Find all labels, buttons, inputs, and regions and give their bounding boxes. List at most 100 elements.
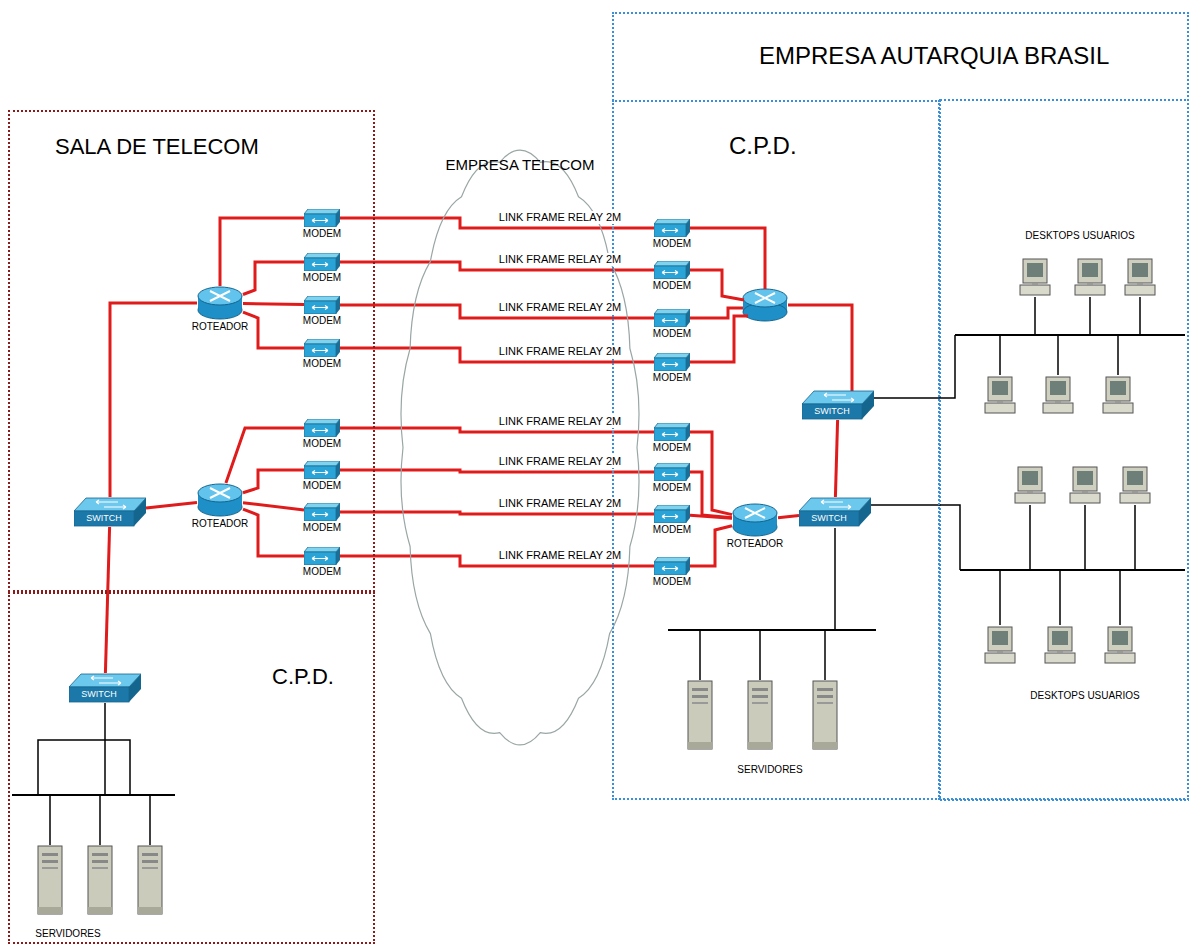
group-label: DESKTOPS USUARIOS [1025, 230, 1134, 242]
layout-shape [1020, 259, 1050, 295]
layout-shape [745, 508, 765, 518]
layout-shape [74, 511, 134, 526]
router-icon [197, 483, 243, 517]
layout-shape [859, 498, 871, 526]
layout-shape [686, 423, 690, 441]
layout-shape [304, 424, 336, 437]
modem-icon [304, 209, 340, 227]
layout-shape [304, 552, 336, 565]
device-label: MODEM [303, 522, 341, 533]
layout-shape [799, 511, 859, 526]
modem: MODEM [651, 505, 693, 535]
layout-shape [99, 795, 101, 845]
layout-shape [654, 505, 690, 510]
device-label: ROTEADOR [192, 321, 249, 332]
layout-shape [1119, 570, 1121, 625]
cloud-region: EMPRESA TELECOM [395, 150, 645, 745]
layout-shape [662, 319, 678, 323]
switch: SWITCH [799, 497, 871, 527]
layout-shape [824, 393, 854, 402]
layout-shape [401, 150, 639, 745]
layout-shape [312, 263, 328, 267]
region-title: SALA DE TELECOM [55, 134, 259, 160]
layout-shape [654, 358, 686, 371]
layout-shape [743, 289, 787, 321]
device-label: SWITCH [86, 513, 122, 524]
network-link [690, 515, 732, 518]
layout-shape [871, 505, 960, 570]
network-link [243, 509, 304, 556]
modem: MODEM [301, 419, 343, 449]
group-label: SERVIDORES [737, 764, 802, 776]
modem-icon [654, 505, 690, 523]
layout-shape [654, 314, 686, 327]
network-link [340, 428, 654, 432]
network-link [243, 312, 304, 348]
link-label: LINK FRAME RELAY 2M [497, 497, 623, 510]
network-link [690, 526, 732, 566]
link-label: LINK FRAME RELAY 2M [497, 301, 623, 314]
modem: MODEM [301, 209, 343, 239]
router: ROTEADOR [725, 503, 786, 549]
layout-shape [813, 681, 837, 749]
layout-shape [1120, 467, 1150, 503]
device-label: MODEM [653, 280, 691, 291]
cloud-outline [395, 150, 645, 745]
layout-shape [69, 674, 141, 687]
modem-icon [304, 339, 340, 357]
device-label: ROTEADOR [192, 518, 249, 529]
layout-shape [104, 703, 106, 795]
layout-shape [654, 224, 686, 237]
modem: MODEM [301, 296, 343, 326]
layout-shape [799, 498, 871, 511]
layout-shape [69, 687, 129, 702]
layout-shape [198, 484, 242, 502]
layout-shape [38, 740, 130, 795]
layout-shape [1034, 297, 1036, 335]
modem-icon [304, 419, 340, 437]
layout-shape [304, 296, 340, 301]
layout-shape [654, 261, 690, 266]
region-title: EMPRESA TELECOM [446, 156, 595, 173]
layout-shape [312, 219, 328, 223]
switch: SWITCH [802, 390, 874, 420]
layout-shape [304, 503, 340, 508]
layout-shape [874, 335, 955, 398]
layout-shape [654, 309, 690, 314]
layout-shape [824, 630, 826, 680]
link-label: LINK FRAME RELAY 2M [497, 455, 623, 468]
layout-shape [138, 846, 162, 914]
layout-shape [336, 547, 340, 565]
modem-icon [654, 309, 690, 327]
layout-shape [304, 339, 340, 344]
layout-shape [1029, 505, 1031, 570]
modem: MODEM [301, 461, 343, 491]
dotted-region: C.P.D.SWITCH [8, 592, 375, 944]
layout-shape [312, 306, 328, 310]
layout-shape [662, 363, 678, 367]
layout-shape [662, 229, 678, 233]
layout-shape [654, 468, 686, 481]
switch: SWITCH [69, 673, 141, 703]
layout-shape [686, 309, 690, 327]
device-label: MODEM [653, 482, 691, 493]
layout-shape [999, 335, 1001, 375]
layout-shape [304, 301, 336, 314]
device-label: MODEM [303, 358, 341, 369]
layout-shape [312, 429, 328, 433]
layout-shape [304, 466, 336, 479]
layout-shape [129, 674, 141, 702]
modem-icon [654, 557, 690, 575]
router-icon [197, 286, 243, 320]
layout-shape [336, 253, 340, 271]
layout-shape [91, 676, 121, 685]
layout-shape [1105, 627, 1135, 663]
layout-shape [1057, 335, 1059, 375]
layout-shape [304, 508, 336, 521]
link-label: LINK FRAME RELAY 2M [497, 415, 623, 428]
layout-shape [1125, 259, 1155, 295]
layout-shape [874, 297, 1185, 398]
layout-shape [134, 498, 146, 526]
layout-shape [1059, 570, 1061, 625]
layout-shape [686, 353, 690, 371]
